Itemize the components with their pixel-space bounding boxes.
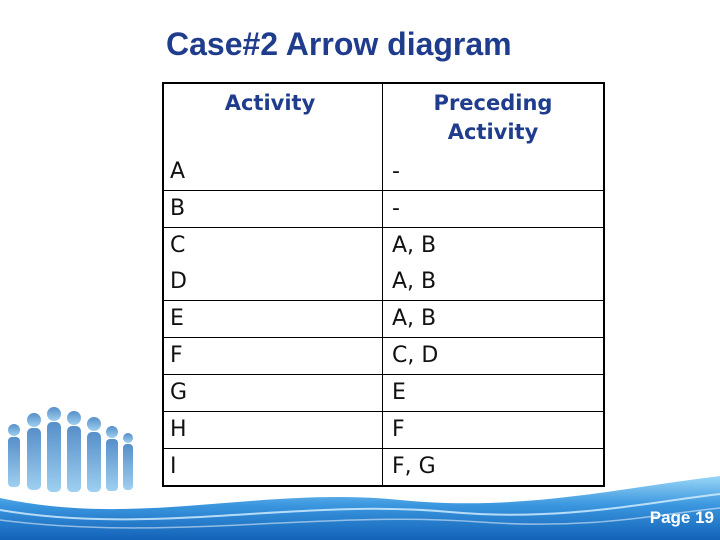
preceding-cell: - xyxy=(382,154,604,191)
preceding-cell: A, B xyxy=(382,300,604,338)
preceding-cell: A, B xyxy=(392,233,437,258)
preceding-cell: F xyxy=(382,411,604,449)
header-activity: Activity xyxy=(163,83,383,154)
activity-cell: B xyxy=(163,190,383,228)
activity-cell: H xyxy=(163,411,383,449)
activity-cell: E xyxy=(163,300,383,338)
table-row: H F xyxy=(163,411,604,449)
table-row: B - xyxy=(163,190,604,228)
slide-title: Case#2 Arrow diagram xyxy=(166,26,512,62)
preceding-cell: E xyxy=(382,374,604,412)
activity-cell: G xyxy=(163,374,383,412)
table-row: I F, G xyxy=(163,448,604,486)
activity-cell: C xyxy=(163,227,383,264)
table-row: E A, B xyxy=(163,300,604,338)
table-row: F C, D xyxy=(163,337,604,375)
footer-wave-band xyxy=(0,476,720,540)
table-row: G E xyxy=(163,374,604,412)
preceding-cell: - xyxy=(382,190,604,228)
activity-cell: F xyxy=(163,337,383,375)
table-row: C A, B xyxy=(163,227,604,264)
activity-cell: D xyxy=(163,264,383,301)
preceding-cell: A, B xyxy=(382,264,604,301)
preceding-cell: F, G xyxy=(392,454,436,479)
table-row: A - xyxy=(163,154,604,191)
page-number: Page 19 xyxy=(649,508,714,527)
business-team-image xyxy=(8,407,133,492)
activity-cell: A xyxy=(163,154,383,191)
preceding-cell: C, D xyxy=(382,337,604,375)
table-row: D A, B xyxy=(163,264,604,301)
activity-cell: I xyxy=(163,448,383,486)
